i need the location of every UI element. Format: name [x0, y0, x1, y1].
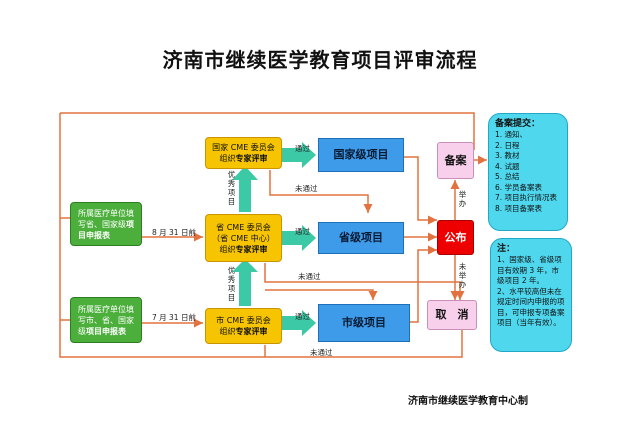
filing-note-title: 备案提交： — [495, 119, 541, 129]
filing-note-item: 2. 日程 — [495, 140, 520, 150]
filing-box: 备案 — [437, 142, 474, 179]
filing-note-item: 1. 通知、 — [495, 130, 528, 139]
city-committee-line2-bold: 专家评审 — [235, 327, 268, 336]
national-project-box: 国家级项目 — [318, 138, 404, 172]
arrow-city-pass — [282, 310, 316, 336]
label-provincial-fail: 未通过 — [298, 272, 321, 281]
edge-national-fail — [269, 170, 373, 213]
city-committee-box: 市 CME 委员会 组织专家评审 — [205, 308, 282, 344]
label-city-pass: 通过 — [295, 312, 310, 321]
applicant-lower-line3-bold: 项目申报表 — [86, 326, 126, 336]
national-committee-line2: 组织 — [219, 154, 236, 163]
page-title: 济南市继续医学教育项目评审流程 — [162, 48, 478, 72]
footer-credit: 济南市继续医学教育中心制 — [408, 396, 528, 407]
validity-note-text1: 1、国家级、省级项目有效期 3 年，市级项目 2 年。 — [497, 255, 562, 285]
publish-box: 公布 — [437, 220, 474, 255]
edge-city-publish — [410, 245, 437, 323]
label-deadline-upper: 8 月 31 日前 — [152, 228, 196, 237]
applicant-upper-line1: 所属医疗单位填 — [78, 208, 134, 218]
national-committee-line1: 国家 CME 委员会 — [212, 143, 275, 152]
validity-note: 注： 1、国家级、省级项目有效期 3 年，市级项目 2 年。 2、水平较高但未在… — [490, 238, 572, 352]
applicant-upper-line3-bold: 目申报表 — [78, 230, 110, 240]
arrow-national-pass — [282, 142, 316, 168]
validity-note-title: 注： — [497, 244, 516, 254]
validity-note-text2: 2、水平较高但未在规定时间内申报的项目，可申报专项备案项目（当年有效）。 — [497, 286, 565, 328]
cancel-box: 取 消 — [427, 300, 477, 330]
national-committee-line2-bold: 专家评审 — [235, 154, 268, 163]
applicant-lower-line2: 写市、省、国家 — [78, 315, 134, 325]
provincial-project-box: 省级项目 — [318, 222, 404, 254]
filing-note-item: 6. 学员备案表 — [495, 182, 543, 192]
edge-national-publish — [404, 156, 437, 225]
applicant-lower-line1: 所属医疗单位填 — [78, 304, 134, 314]
filing-note-item: 8. 项目备案表 — [495, 203, 543, 213]
label-recommend-lower: 优秀项目 — [227, 266, 236, 302]
provincial-committee-line2: （省 CME 中心） — [212, 233, 275, 243]
filing-note-item: 4. 试题 — [495, 161, 520, 171]
applicant-upper-line2-bold: 项 — [126, 219, 134, 229]
city-project-box: 市级项目 — [318, 304, 410, 342]
filing-note-item: 5. 总结 — [495, 172, 520, 181]
arrow-provincial-recommend — [232, 166, 258, 212]
applicant-lower-line3: 级 — [78, 326, 86, 336]
frame-bottom-line — [59, 113, 463, 358]
provincial-committee-line3-bold: 专家评审 — [235, 244, 268, 254]
national-committee-box: 国家 CME 委员会 组织专家评审 — [205, 137, 282, 169]
applicant-upper-line2: 写省、国家级 — [78, 219, 126, 229]
label-recommend-upper: 优秀项目 — [227, 170, 236, 206]
filing-requirements-note: 备案提交： 1. 通知、 2. 日程 3. 教材 4. 试题 5. 总结 6. … — [488, 113, 568, 231]
applicant-upper-box: 所属医疗单位填 写省、国家级项 目申报表 — [70, 202, 142, 246]
label-report: 举办 — [458, 190, 467, 208]
provincial-committee-line3: 组织 — [219, 244, 236, 254]
edge-provincial-to-city — [265, 289, 378, 300]
provincial-committee-box: 省 CME 委员会 （省 CME 中心） 组织专家评审 — [205, 214, 282, 262]
label-national-fail: 未通过 — [295, 184, 318, 193]
label-not-report: 未举办 — [458, 262, 467, 289]
filing-note-item: 3. 教材 — [495, 151, 520, 160]
frame-top-line — [60, 112, 475, 150]
arrow-city-recommend — [232, 259, 258, 306]
city-committee-line1: 市 CME 委员会 — [216, 316, 271, 325]
city-committee-line2: 组织 — [219, 327, 236, 336]
filing-note-item: 7. 项目执行情况表 — [495, 193, 558, 202]
label-city-fail: 未通过 — [310, 348, 333, 357]
label-provincial-pass: 通过 — [295, 227, 310, 236]
edge-provincial-fail — [264, 263, 465, 300]
label-deadline-lower: 7 月 31 日前 — [152, 313, 196, 322]
provincial-committee-line1: 省 CME 委员会 — [216, 222, 271, 232]
arrow-provincial-pass — [282, 225, 316, 251]
applicant-lower-box: 所属医疗单位填 写市、省、国家 级项目申报表 — [70, 297, 142, 343]
label-national-pass: 通过 — [295, 144, 310, 153]
